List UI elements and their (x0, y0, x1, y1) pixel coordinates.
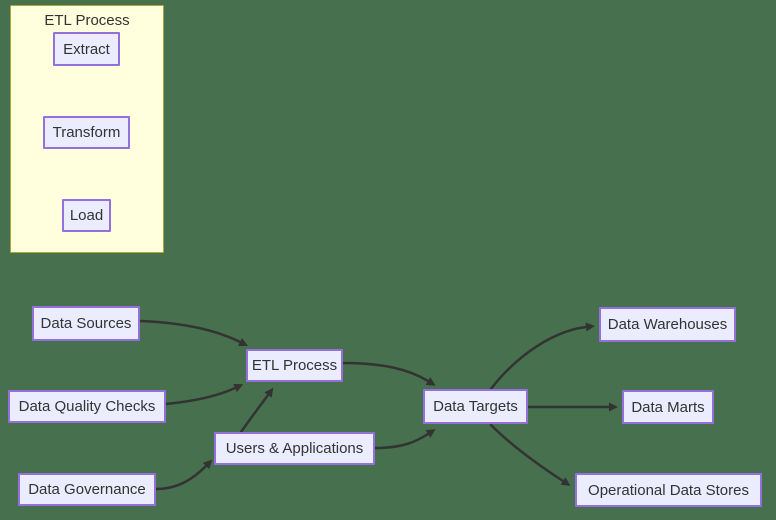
node-label: Data Targets (433, 398, 518, 415)
edge-users-applications-to-etl-process (239, 387, 274, 434)
node-label: Data Governance (28, 481, 146, 498)
node-users-applications: Users & Applications (214, 432, 375, 465)
node-data-quality-checks: Data Quality Checks (8, 390, 166, 423)
node-label: Load (69, 207, 104, 224)
edge-data-targets-to-operational-data-stores (489, 423, 571, 486)
edge-data-quality-checks-to-etl-process (164, 383, 244, 406)
node-label: Data Sources (40, 315, 132, 332)
node-label: Data Warehouses (607, 316, 728, 333)
node-data-marts: Data Marts (622, 390, 714, 424)
node-etl-process: ETL Process (246, 349, 343, 382)
edge-etl-process-to-data-targets (341, 361, 436, 386)
edge-users-applications-to-data-targets (373, 429, 436, 450)
node-label: ETL Process (251, 357, 338, 374)
node-label: Operational Data Stores (588, 481, 749, 499)
node-extract: Extract (53, 32, 120, 66)
node-label: Users & Applications (225, 440, 364, 457)
node-label: Data Quality Checks (18, 398, 156, 415)
node-operational-data-stores: Operational Data Stores (575, 473, 762, 507)
edge-data-sources-to-etl-process (139, 319, 249, 347)
node-label: Data Marts (631, 398, 705, 416)
node-data-governance: Data Governance (18, 473, 156, 506)
node-label: Transform (52, 124, 121, 141)
node-data-targets: Data Targets (423, 389, 528, 424)
edge-data-governance-to-users-applications (154, 459, 213, 491)
edge-data-targets-to-data-warehouses (489, 322, 595, 391)
node-data-sources: Data Sources (32, 306, 140, 341)
node-load: Load (62, 199, 111, 232)
node-transform: Transform (43, 116, 130, 149)
node-label: Extract (63, 40, 110, 58)
node-data-warehouses: Data Warehouses (599, 307, 736, 342)
subgraph-title: ETL Process (44, 12, 130, 29)
